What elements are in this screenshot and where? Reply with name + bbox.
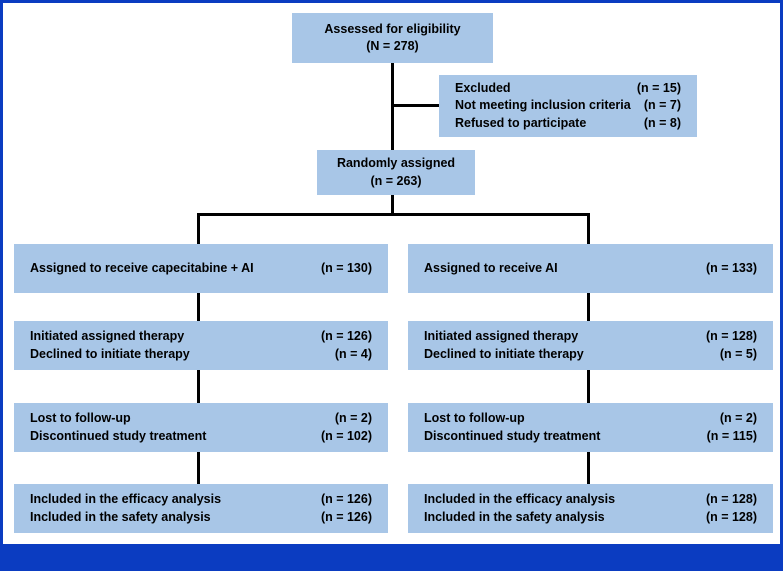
left-analysis-label: Included in the efficacy analysis: [30, 492, 222, 507]
right-initiation-row: Declined to initiate therapy (n = 5): [408, 346, 773, 363]
left-followup-count: (n = 2): [334, 411, 372, 426]
connector-split-right-drop: [587, 213, 590, 245]
node-right-analysis: Included in the efficacy analysis (n = 1…: [408, 484, 773, 533]
connector-randomized-stem: [391, 195, 394, 215]
excluded-row-count: (n = 15): [636, 81, 681, 96]
left-analysis-row: Included in the safety analysis (n = 126…: [14, 509, 388, 526]
randomized-count: (n = 263): [370, 173, 422, 188]
node-assessed-for-eligibility: Assessed for eligibility (N = 278): [292, 13, 493, 63]
connector-left-initiation-to-followup: [197, 370, 200, 403]
left-followup-row: Discontinued study treatment (n = 102): [14, 428, 388, 445]
left-initiation-row: Initiated assigned therapy (n = 126): [14, 328, 388, 345]
connector-split-left-drop: [197, 213, 200, 245]
excluded-row-count: (n = 8): [643, 115, 681, 130]
left-followup-label: Lost to follow-up: [30, 411, 131, 426]
left-followup-count: (n = 102): [320, 428, 372, 443]
excluded-row: Not meeting inclusion criteria (n = 7): [439, 97, 697, 114]
right-followup-label: Discontinued study treatment: [424, 428, 601, 443]
right-followup-row: Discontinued study treatment (n = 115): [408, 428, 773, 445]
right-initiation-row: Initiated assigned therapy (n = 128): [408, 328, 773, 345]
assessed-title: Assessed for eligibility: [324, 21, 461, 36]
connector-right-initiation-to-followup: [587, 370, 590, 403]
node-left-followup: Lost to follow-up (n = 2) Discontinued s…: [14, 403, 388, 452]
left-followup-row: Lost to follow-up (n = 2): [14, 410, 388, 427]
left-allocation-label: Assigned to receive capecitabine + AI: [30, 260, 254, 275]
connector-split-horizontal: [197, 213, 589, 216]
right-allocation-label: Assigned to receive AI: [424, 260, 558, 275]
excluded-row-label: Not meeting inclusion criteria: [455, 98, 631, 113]
right-initiation-count: (n = 5): [719, 346, 757, 361]
randomized-title: Randomly assigned: [336, 156, 456, 171]
connector-right-followup-to-analysis: [587, 452, 590, 484]
node-right-allocation: Assigned to receive AI (n = 133): [408, 244, 773, 293]
right-allocation-count: (n = 133): [705, 260, 757, 275]
node-right-initiation: Initiated assigned therapy (n = 128) Dec…: [408, 321, 773, 370]
right-analysis-label: Included in the safety analysis: [424, 509, 605, 524]
right-followup-row: Lost to follow-up (n = 2): [408, 410, 773, 427]
node-randomly-assigned: Randomly assigned (n = 263): [317, 150, 475, 195]
connector-left-allocation-to-initiation: [197, 293, 200, 321]
footer-accent-bar: [3, 544, 780, 571]
node-excluded: Excluded (n = 15) Not meeting inclusion …: [439, 75, 697, 137]
right-initiation-count: (n = 128): [705, 329, 757, 344]
right-allocation-row: Assigned to receive AI (n = 133): [408, 260, 773, 277]
right-analysis-count: (n = 128): [705, 509, 757, 524]
node-left-analysis: Included in the efficacy analysis (n = 1…: [14, 484, 388, 533]
excluded-row: Refused to participate (n = 8): [439, 115, 697, 132]
right-followup-count: (n = 2): [719, 411, 757, 426]
left-initiation-row: Declined to initiate therapy (n = 4): [14, 346, 388, 363]
right-initiation-label: Initiated assigned therapy: [424, 329, 579, 344]
excluded-row-count: (n = 7): [643, 98, 681, 113]
excluded-row: Excluded (n = 15): [439, 80, 697, 97]
right-analysis-count: (n = 128): [705, 492, 757, 507]
right-analysis-row: Included in the safety analysis (n = 128…: [408, 509, 773, 526]
right-followup-count: (n = 115): [706, 428, 757, 443]
left-analysis-count: (n = 126): [320, 492, 372, 507]
left-initiation-count: (n = 126): [320, 329, 372, 344]
left-analysis-count: (n = 126): [320, 509, 372, 524]
right-analysis-row: Included in the efficacy analysis (n = 1…: [408, 491, 773, 508]
left-allocation-row: Assigned to receive capecitabine + AI (n…: [14, 260, 388, 277]
left-initiation-label: Declined to initiate therapy: [30, 346, 190, 361]
excluded-row-label: Refused to participate: [455, 115, 587, 130]
node-right-followup: Lost to follow-up (n = 2) Discontinued s…: [408, 403, 773, 452]
left-analysis-row: Included in the efficacy analysis (n = 1…: [14, 491, 388, 508]
connector-right-allocation-to-initiation: [587, 293, 590, 321]
left-allocation-count: (n = 130): [320, 260, 372, 275]
node-left-initiation: Initiated assigned therapy (n = 126) Dec…: [14, 321, 388, 370]
diagram-canvas: Assessed for eligibility (N = 278) Exclu…: [3, 3, 780, 543]
connector-left-followup-to-analysis: [197, 452, 200, 484]
excluded-row-label: Excluded: [455, 81, 511, 96]
left-followup-label: Discontinued study treatment: [30, 428, 207, 443]
connector-branch-to-excluded: [391, 104, 439, 107]
node-left-allocation: Assigned to receive capecitabine + AI (n…: [14, 244, 388, 293]
right-initiation-label: Declined to initiate therapy: [424, 346, 584, 361]
left-analysis-label: Included in the safety analysis: [30, 509, 211, 524]
right-followup-label: Lost to follow-up: [424, 411, 525, 426]
left-initiation-label: Initiated assigned therapy: [30, 329, 185, 344]
assessed-count: (N = 278): [366, 39, 419, 53]
right-analysis-label: Included in the efficacy analysis: [424, 492, 616, 507]
left-initiation-count: (n = 4): [334, 346, 372, 361]
